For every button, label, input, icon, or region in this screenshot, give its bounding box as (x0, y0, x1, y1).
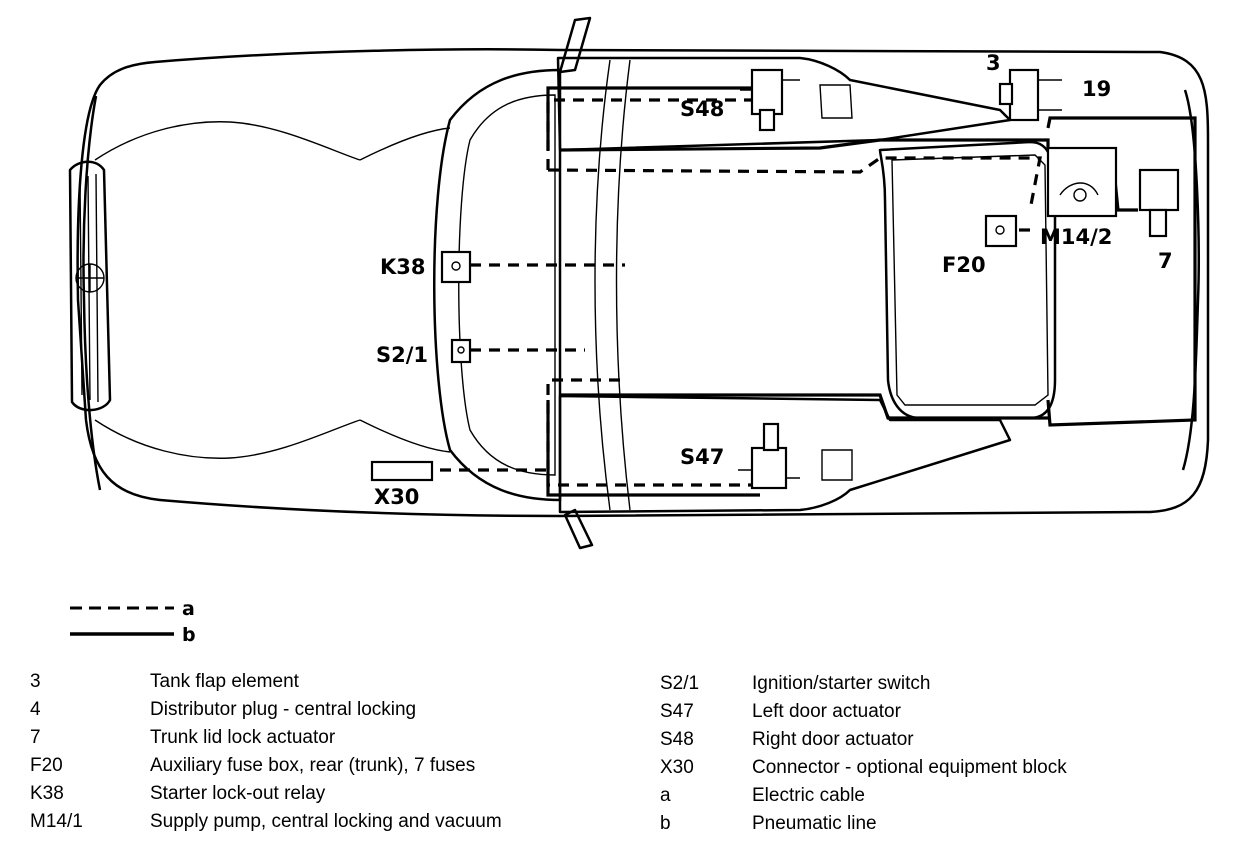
legend-row: S48 Right door actuator (660, 726, 1220, 754)
legend-left-column: 3 Tank flap element 4 Distributor plug - c… (30, 668, 630, 836)
legend-row: a Electric cable (660, 782, 1220, 810)
legend-row: M14/1 Supply pump, central locking and va… (30, 808, 630, 836)
k38-relay-shape (440, 250, 472, 284)
callout-s21: S2/1 (376, 343, 428, 367)
key-label-a: a (182, 598, 195, 620)
legend-description: Distributor plug - central locking (150, 699, 417, 720)
legend-code: S48 (660, 729, 694, 750)
callout-m142: M14/2 (1040, 225, 1112, 249)
tank-flap-element-shape (998, 68, 1062, 122)
legend-description: Connector - optional equipment block (752, 757, 1067, 778)
legend-code: K38 (30, 783, 64, 804)
legend-row: F20 Auxiliary fuse box, rear (trunk), 7 f… (30, 752, 630, 780)
callout-19: 19 (1082, 77, 1111, 101)
s48-actuator-shape (740, 68, 800, 132)
legend-description: Trunk lid lock actuator (150, 727, 336, 748)
legend-code: 4 (30, 699, 41, 720)
legend-row: 7 Trunk lid lock actuator (30, 724, 630, 752)
legend-code: b (660, 813, 671, 834)
legend-description: Right door actuator (752, 729, 914, 750)
legend-row: X30 Connector - optional equipment block (660, 754, 1220, 782)
legend-right-column: S2/1 Ignition/starter switch S47 Left door… (660, 670, 1220, 838)
callout-3: 3 (986, 51, 1001, 75)
legend-description: Pneumatic line (752, 813, 877, 834)
legend-code: a (660, 785, 671, 806)
s47-actuator-shape (738, 422, 800, 490)
legend-code: M14/1 (30, 811, 83, 832)
legend-description: Left door actuator (752, 701, 901, 722)
car-wiring-diagram: 3 19 7 S48 S47 K38 S2/1 F20 M14/2 X30 (68, 16, 1210, 550)
legend-row: b Pneumatic line (660, 810, 1220, 838)
callout-s47: S47 (680, 445, 724, 469)
callout-x30: X30 (374, 485, 419, 509)
legend-code: S2/1 (660, 673, 700, 694)
legend-row: 3 Tank flap element (30, 668, 630, 696)
components (370, 68, 1180, 490)
legend-code: X30 (660, 757, 694, 778)
legend-code: S47 (660, 701, 694, 722)
callout-f20: F20 (942, 253, 986, 277)
legend-code: 3 (30, 671, 41, 692)
legend-code: 7 (30, 727, 41, 748)
legend-row: S47 Left door actuator (660, 698, 1220, 726)
legend-description: Supply pump, central locking and vacuum (150, 811, 502, 832)
legend-row: S2/1 Ignition/starter switch (660, 670, 1220, 698)
callout-k38: K38 (380, 255, 426, 279)
key-label-b: b (182, 624, 196, 646)
f20-fuse-box-shape (984, 214, 1018, 248)
legend-description: Auxiliary fuse box, rear (trunk), 7 fuse… (150, 755, 476, 776)
callout-s48: S48 (680, 97, 724, 121)
legend-description: Tank flap element (150, 671, 299, 692)
line-type-key: a b (70, 598, 196, 646)
legend-row: 4 Distributor plug - central locking (30, 696, 630, 724)
x30-connector-shape (370, 460, 434, 482)
legend-code: F20 (30, 755, 63, 776)
legend-description: Electric cable (752, 785, 865, 806)
legend-description: Ignition/starter switch (752, 673, 931, 694)
callout-7: 7 (1158, 249, 1173, 273)
s21-switch-shape (450, 338, 472, 364)
electric-cables (440, 98, 1042, 487)
legend-description: Starter lock-out relay (150, 783, 326, 804)
legend-row: K38 Starter lock-out relay (30, 780, 630, 808)
supply-pump-shape (1046, 146, 1118, 218)
trunk-lock-actuator-shape (1138, 168, 1180, 238)
